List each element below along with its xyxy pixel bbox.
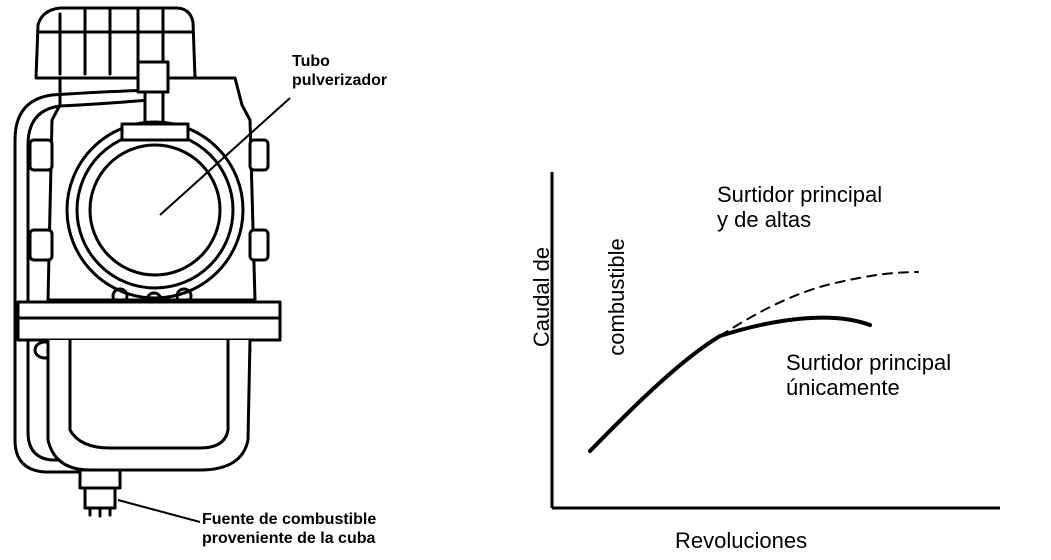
chart-xlabel: Revoluciones (675, 528, 808, 553)
carburetor-top-cap (34, 6, 197, 80)
label-fuel-source: Fuente de combustible proveniente de la … (202, 510, 376, 548)
label-fuel-source-line1: Fuente de combustible (202, 511, 377, 528)
chart (550, 172, 1000, 510)
fuel-passage-tube (13, 88, 152, 474)
label-spray-tube-line2: pulverizador (292, 72, 388, 89)
label-fuel-source-line2: proveniente de la cuba (202, 530, 376, 547)
curve-main-and-high-jet (719, 271, 919, 337)
drain-plug (78, 468, 122, 518)
annotation-main-and-high-jet: Surtidor principal y de altas (717, 182, 882, 232)
chart-ylabel-line1: Caudal de (529, 246, 554, 348)
float-bowl (46, 338, 252, 472)
chart-ylabel-line2: combustible (604, 238, 629, 356)
annotation-main-jet-only-line1: Surtidor principal (786, 350, 952, 375)
chart-ylabel: Caudal de combustible (479, 227, 629, 367)
left-bolt-lower (28, 228, 54, 262)
right-bolt-lower (248, 228, 270, 262)
label-spray-tube: Tubo pulverizador (292, 52, 387, 90)
leader-line-tube (159, 97, 291, 216)
annotation-main-and-high-jet-line2: y de altas (717, 207, 812, 232)
left-bolt-upper (28, 138, 54, 172)
carburetor-illustration (13, 6, 282, 518)
venturi-ring (65, 120, 245, 300)
annotation-main-jet-only: Surtidor principal únicamente (786, 350, 951, 400)
mounting-flange (16, 300, 282, 360)
label-spray-tube-line1: Tubo (292, 53, 330, 70)
annotation-main-and-high-jet-line1: Surtidor principal (717, 182, 883, 207)
leader-line-source (117, 499, 201, 523)
annotation-main-jet-only-line2: únicamente (786, 375, 900, 400)
right-bolt-upper (248, 138, 270, 172)
